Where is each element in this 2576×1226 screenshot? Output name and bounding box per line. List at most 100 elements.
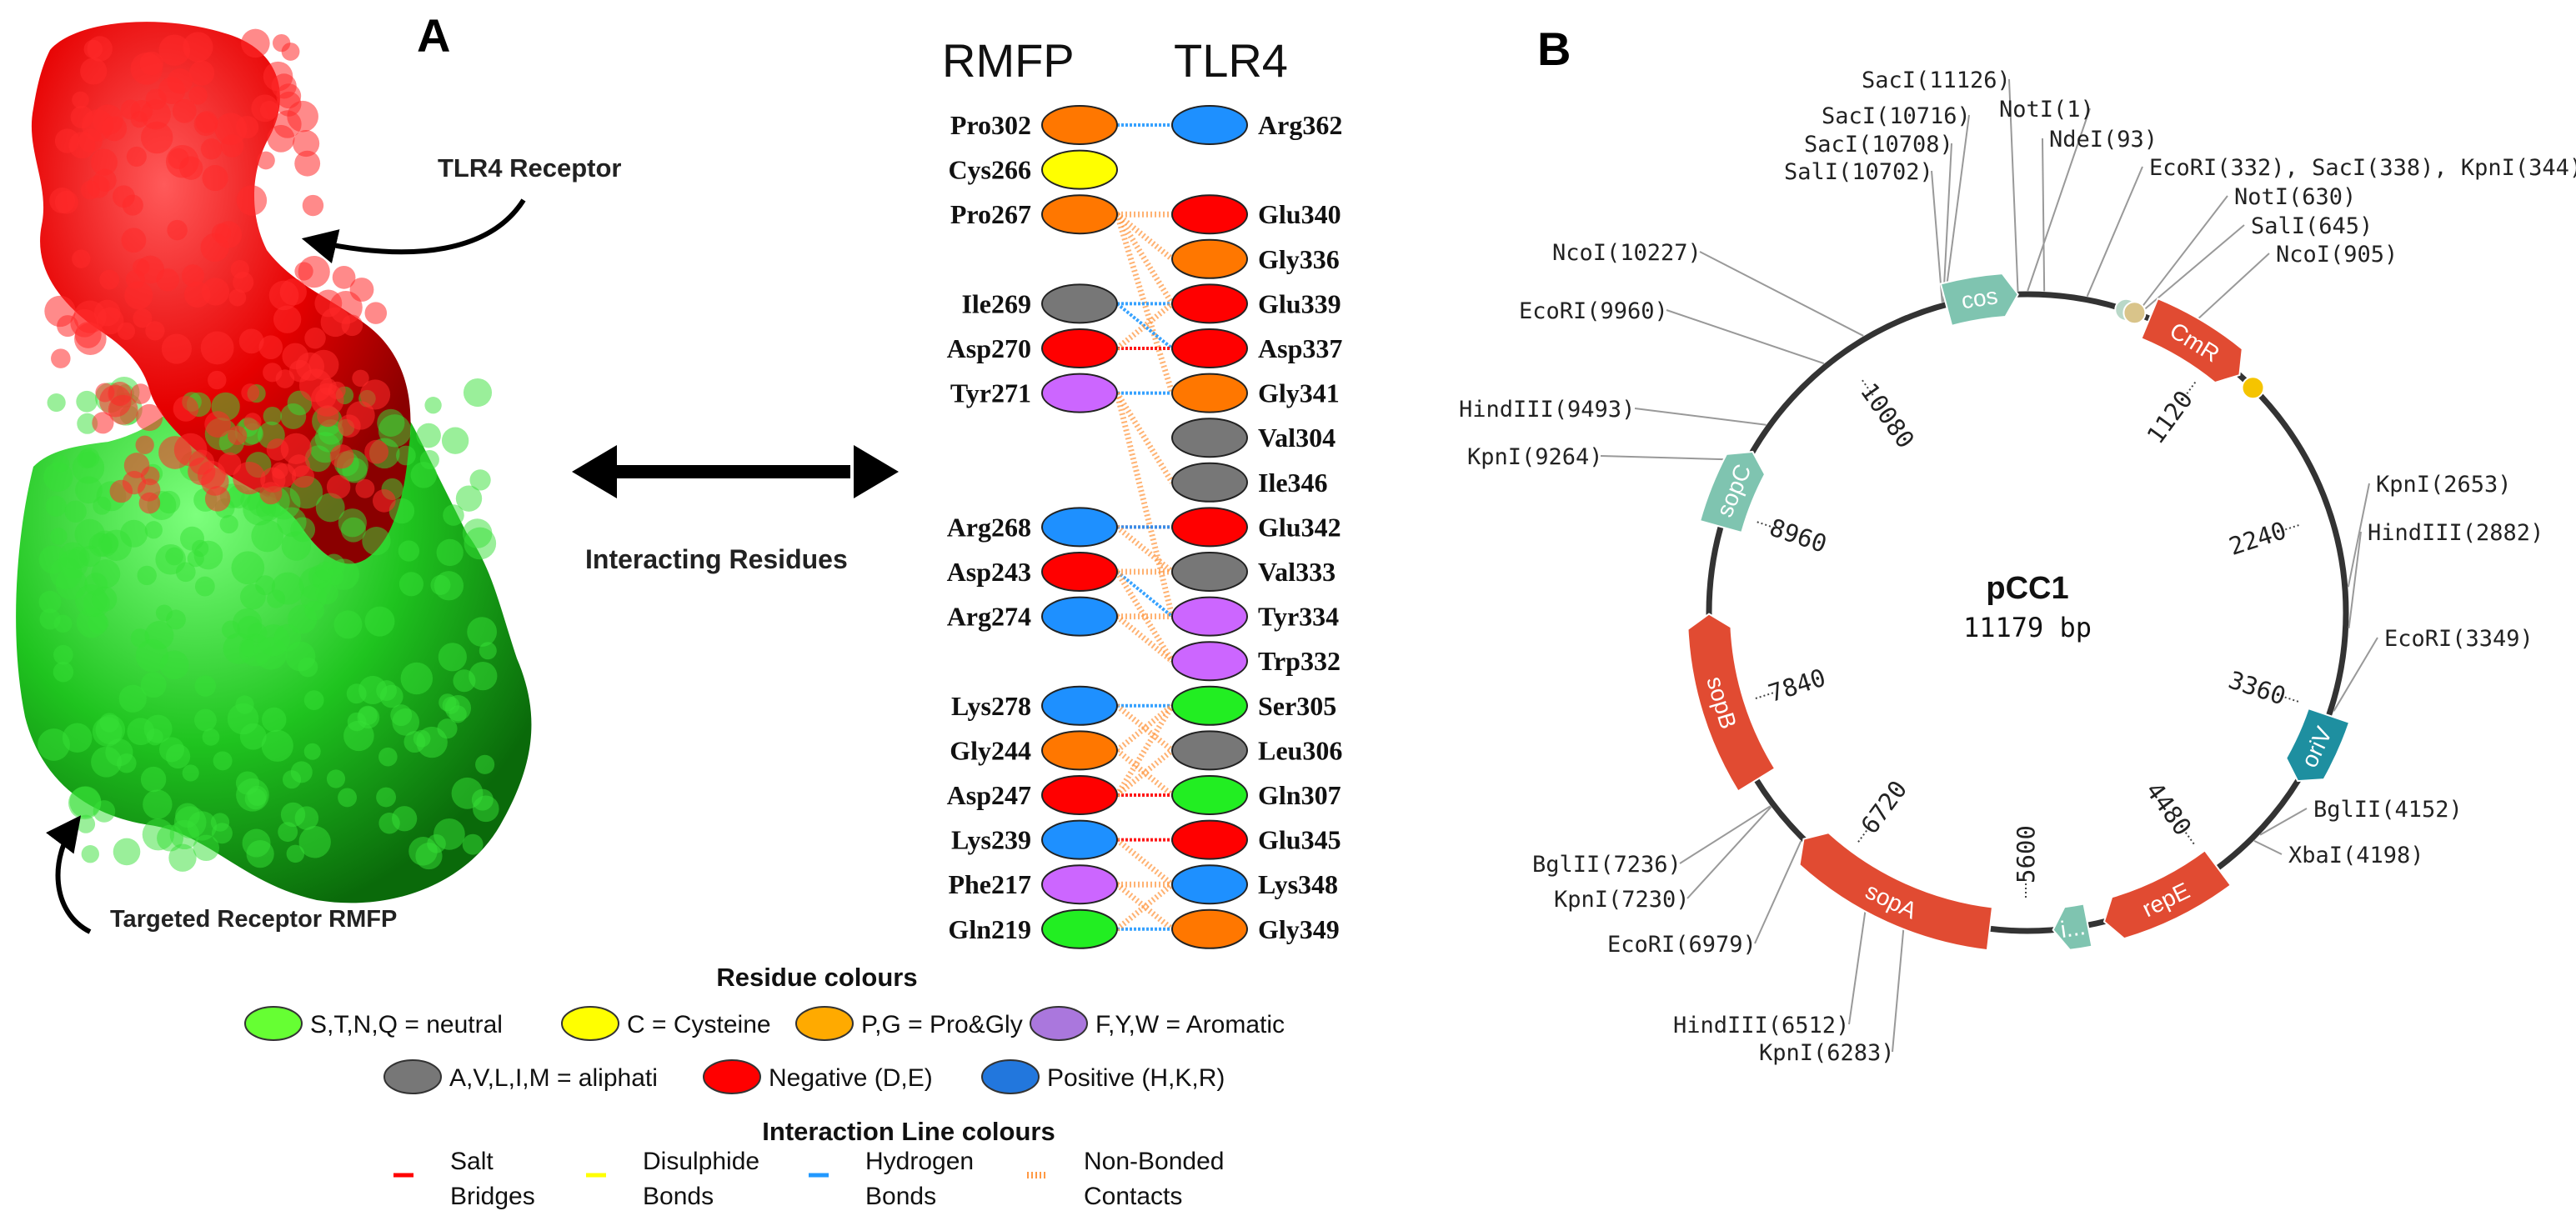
tlr4-residue-label: Val304 <box>1258 423 1336 453</box>
surface-atom <box>416 423 441 448</box>
surface-atom <box>144 521 163 539</box>
surface-atom <box>236 185 268 216</box>
rmfp-receptor-annotation: Targeted Receptor RMFP <box>46 815 397 934</box>
surface-atom <box>211 223 232 243</box>
line-legend-label: Salt <box>450 1148 494 1175</box>
restriction-site-label: NcoI(10227) <box>1552 240 1701 266</box>
plasmid-marker <box>2122 301 2147 325</box>
interaction-line <box>1115 748 1175 798</box>
rmfp-residue-label: Tyr271 <box>950 378 1031 408</box>
restriction-site-label: EcoRI(9960) <box>1519 298 1668 324</box>
surface-atom <box>266 438 289 461</box>
rmfp-residue-label: Arg274 <box>947 602 1031 632</box>
surface-atom <box>172 98 197 123</box>
restriction-site-label: EcoRI(3349) <box>2384 626 2533 652</box>
tlr4-residue-node <box>1171 194 1248 235</box>
plasmid-feature-oriv <box>2285 707 2351 783</box>
surface-atom <box>102 116 128 142</box>
interaction-line <box>1115 301 1175 351</box>
surface-atom <box>438 643 467 672</box>
surface-speckles <box>38 28 499 872</box>
surface-atom <box>188 60 215 86</box>
tlr4-residue-label: Leu306 <box>1258 735 1342 765</box>
restriction-site-leader <box>1634 408 1767 426</box>
interaction-line <box>1115 748 1175 798</box>
tlr4-residue-node <box>1171 641 1248 682</box>
surface-atom <box>72 91 89 109</box>
surface-atom <box>255 575 276 596</box>
residue-legend-swatch <box>244 1006 303 1041</box>
surface-atom <box>439 693 457 712</box>
surface-atom <box>267 124 295 153</box>
surface-atom <box>329 444 354 469</box>
restriction-site-label: KpnI(7230) <box>1554 887 1690 913</box>
surface-atom <box>472 795 499 823</box>
surface-atom <box>204 486 231 512</box>
residue-colours-title: Residue colours <box>716 963 917 992</box>
tlr4-receptor-label: TLR4 Receptor <box>438 153 621 183</box>
surface-atom <box>341 314 363 337</box>
surface-atom <box>288 454 310 478</box>
line-legend-label: Non-Bonded <box>1084 1148 1224 1175</box>
surface-atom <box>64 500 87 523</box>
residue-legend-label: C = Cysteine <box>627 1011 771 1038</box>
surface-atom <box>352 369 369 387</box>
surface-atom <box>293 130 320 158</box>
surface-atom <box>53 644 73 665</box>
surface-atom <box>53 661 74 683</box>
residue-legend-label: Positive (H,K,R) <box>1047 1064 1225 1092</box>
surface-atom <box>240 639 258 658</box>
panel-a-label: A <box>417 9 450 62</box>
tlr4-residue-node <box>1171 730 1248 771</box>
surface-atom <box>140 672 167 698</box>
surface-atom <box>143 789 173 819</box>
plasmid-tick-label: 3360 <box>2225 666 2289 711</box>
restriction-site-label: HindIII(9493) <box>1459 397 1635 423</box>
plasmid-tick <box>1755 692 1774 699</box>
tlr4-residue-node <box>1171 105 1248 145</box>
surface-atom <box>91 746 122 778</box>
surface-atom <box>123 453 150 478</box>
surface-atom <box>247 785 268 806</box>
tlr4-residue-label: Gly336 <box>1258 244 1340 274</box>
surface-atom <box>38 590 62 613</box>
surface-atom <box>326 474 351 499</box>
surface-atom <box>58 542 88 570</box>
restriction-site-leader <box>2086 166 2143 298</box>
plasmid-tick <box>2281 524 2299 532</box>
residue-legend-swatch <box>1030 1006 1088 1041</box>
restriction-site-label: NotI(1) <box>1999 97 2094 123</box>
surface-atom <box>75 584 108 617</box>
restriction-site-leader <box>2347 483 2370 588</box>
surface-atom <box>294 262 313 281</box>
surface-atom <box>213 751 233 771</box>
surface-atom <box>268 280 299 311</box>
surface-atom <box>469 661 498 691</box>
surface-atom <box>133 308 153 328</box>
surface-atom <box>441 427 469 454</box>
tlr4-residue-node <box>1171 819 1248 860</box>
restriction-site-leader <box>1848 892 1869 1025</box>
surface-atom <box>68 132 96 159</box>
rmfp-residue-node <box>1041 328 1118 368</box>
rmfp-residue-label: Cys266 <box>948 155 1031 185</box>
surface-atom <box>410 462 438 488</box>
rmfp-residue-node <box>1041 552 1118 592</box>
rmfp-residue-node <box>1041 194 1118 235</box>
surface-atom <box>173 396 199 422</box>
surface-atom <box>143 714 173 743</box>
residue-legend-swatch <box>703 1059 761 1094</box>
surface-atom <box>109 479 133 503</box>
line-legend-label: Bonds <box>865 1183 936 1210</box>
rmfp-residue-node <box>1041 105 1118 145</box>
restriction-site-label: SacI(10708) <box>1804 132 1953 158</box>
surface-atom <box>251 519 284 553</box>
surface-atom <box>290 761 313 783</box>
surface-atom <box>396 445 416 466</box>
residue-legend-label: Negative (D,E) <box>769 1064 933 1092</box>
restriction-site-leader <box>1679 805 1772 864</box>
surface-atom <box>167 219 188 241</box>
tlr4-residue-label: Lys348 <box>1258 869 1338 899</box>
surface-atom <box>408 837 438 866</box>
restriction-site-label: NcoI(905) <box>2276 242 2398 268</box>
